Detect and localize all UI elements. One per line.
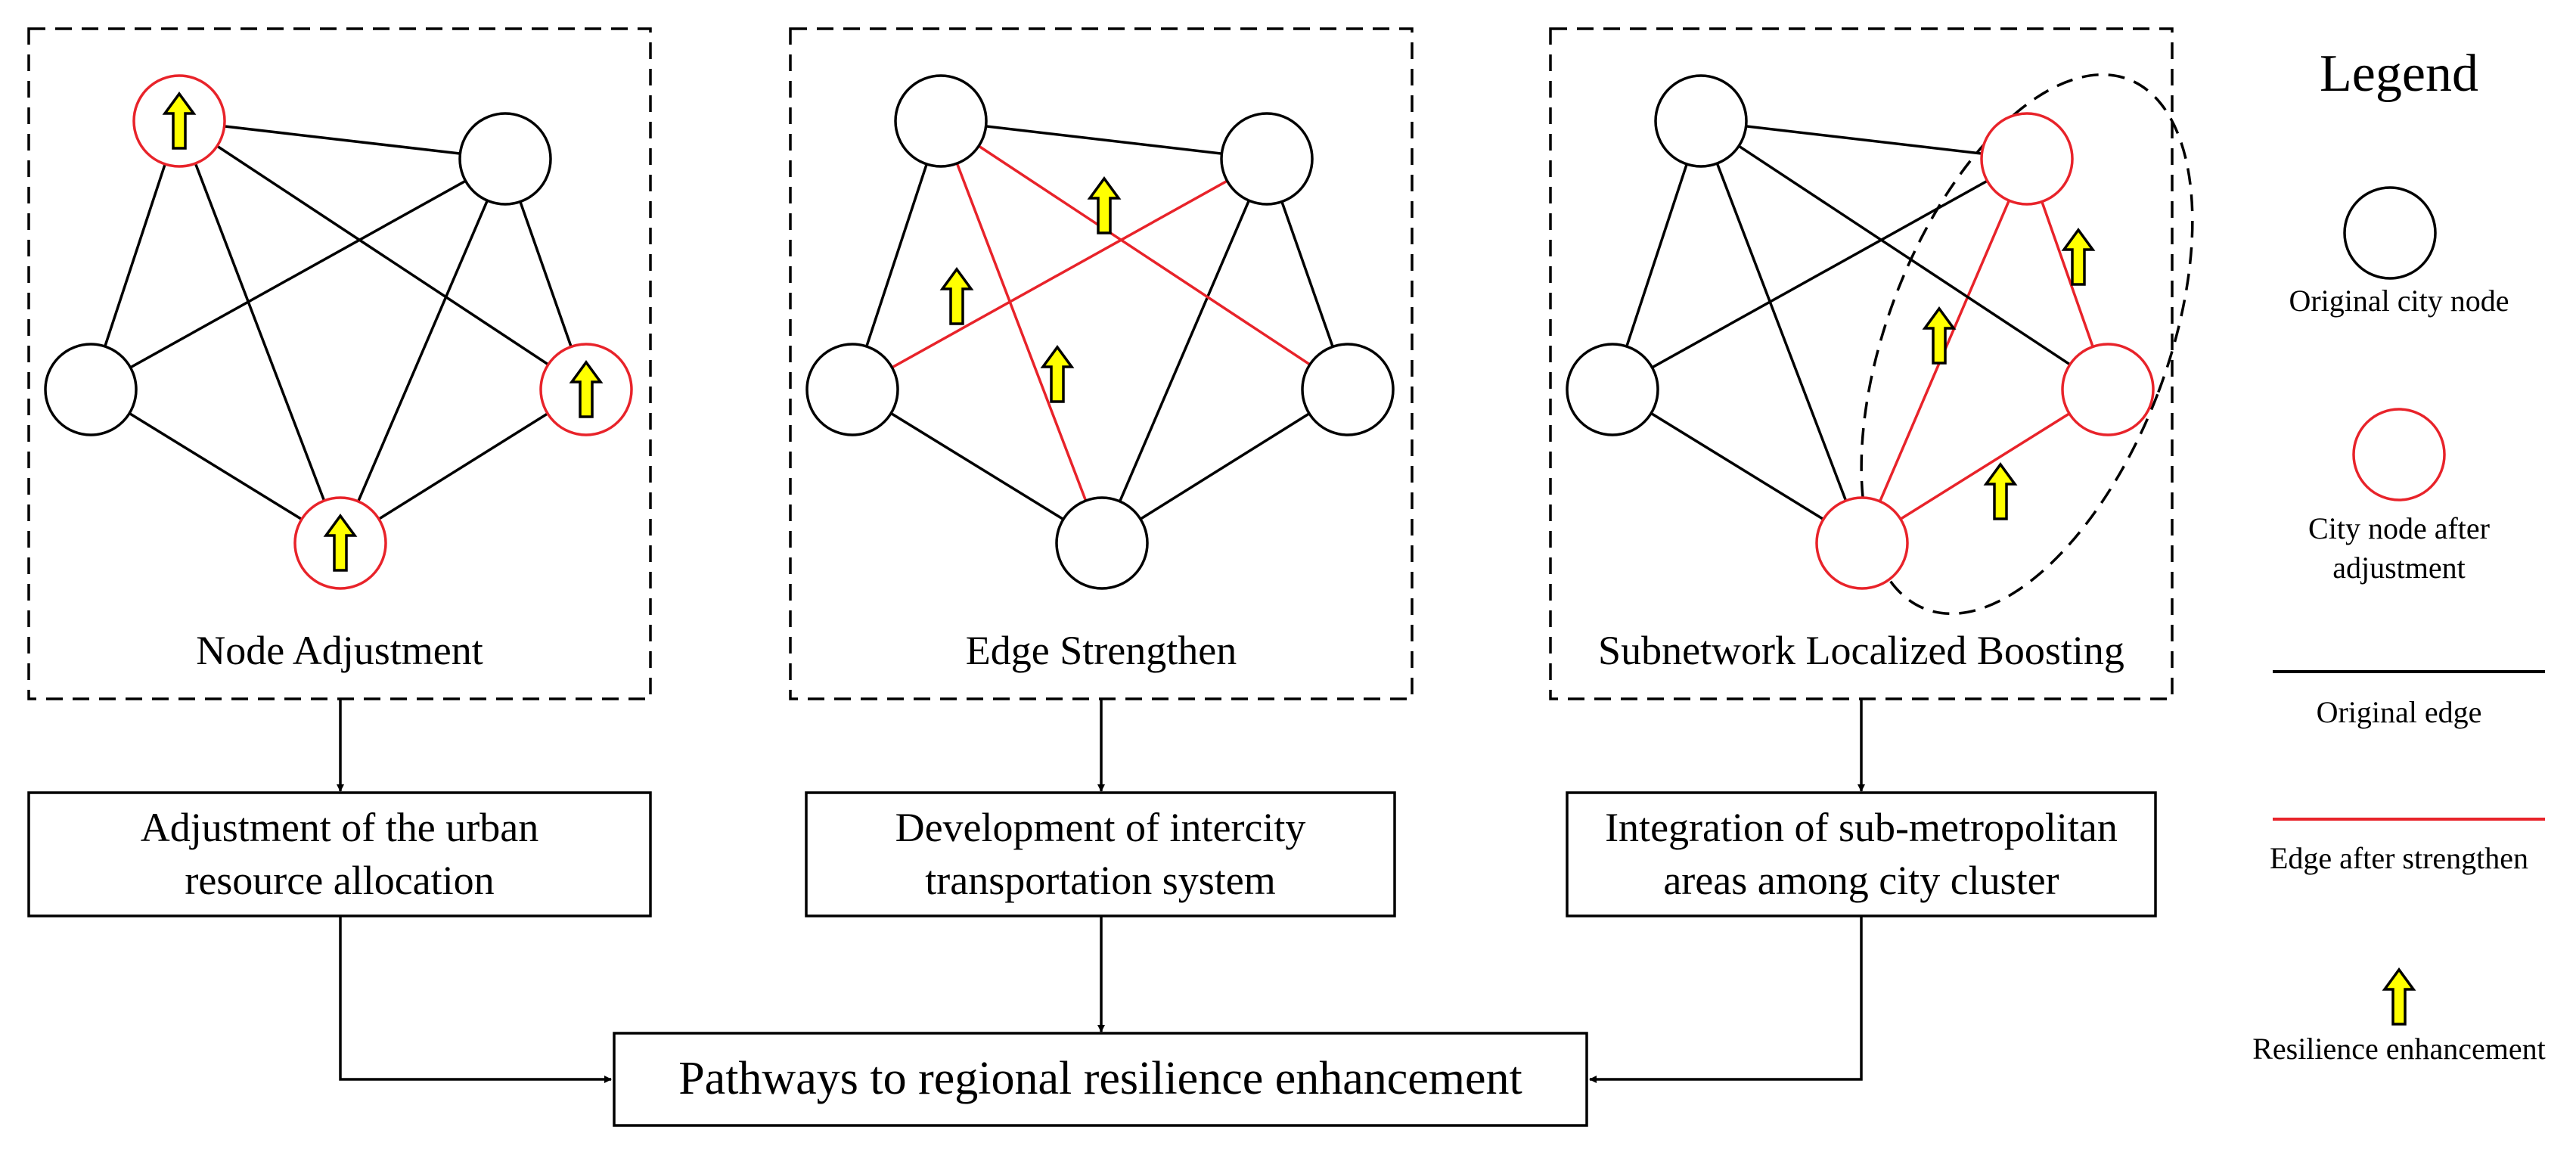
legend-adjusted-node-label-line1: City node after	[2308, 511, 2490, 545]
city-node-edge-strengthen-1	[1220, 112, 1314, 206]
city-node-node-adjustment-1	[458, 112, 552, 206]
edge-node-adjustment-2	[178, 120, 342, 544]
legend-adjusted-node-icon	[2352, 408, 2446, 501]
connector-box1-to-final	[339, 916, 612, 1083]
legend-strengthened-edge-label: Edge after strengthen	[2270, 841, 2528, 875]
edge-subnetwork-boosting-7	[1612, 388, 1863, 545]
resilience-arrow-icon-node-adjustment-2	[323, 514, 358, 572]
city-node-edge-strengthen-0	[894, 74, 988, 168]
city-node-subnetwork-boosting-2	[1566, 343, 1659, 436]
strengthened-edge-edge-strengthen-2	[939, 120, 1103, 544]
city-node-edge-strengthen-4	[1055, 496, 1149, 590]
connector-box3-to-final	[1589, 916, 1863, 1083]
pathway-box-transportation	[805, 791, 1396, 917]
edge-node-adjustment-1	[89, 120, 181, 390]
adjusted-city-node-subnetwork-boosting-1	[1980, 112, 2074, 206]
panel-title-node-adjustment: Node Adjustment	[196, 628, 483, 673]
edge-node-adjustment-0	[178, 120, 506, 160]
city-node-edge-strengthen-2	[805, 343, 899, 436]
pathway-box-sub-metropolitan-line2: areas among city cluster	[1663, 858, 2059, 903]
edge-node-adjustment-8	[340, 388, 587, 545]
panel-title-subnetwork-boosting: Subnetwork Localized Boosting	[1598, 628, 2124, 673]
legend-original-node-label: Original city node	[2289, 284, 2509, 318]
resilience-arrow-icon-node-adjustment-0	[162, 92, 197, 150]
resilience-arrow-icon-edge-strengthen-2	[1040, 345, 1075, 403]
edge-subnetwork-boosting-2	[1699, 120, 1864, 544]
pathway-box-sub-metropolitan	[1566, 791, 2157, 917]
edge-edge-strengthen-1	[851, 120, 942, 390]
graph-subnetwork-boosting	[1566, 74, 2155, 590]
edge-node-adjustment-3	[90, 157, 506, 391]
subnetwork-ellipse	[1860, 73, 2194, 616]
panel-title-edge-strengthen: Edge Strengthen	[966, 628, 1237, 673]
graph-edge-strengthen	[805, 74, 1395, 590]
resilience-arrow-icon-subnetwork-boosting-1	[1922, 306, 1957, 365]
final-box	[613, 1032, 1588, 1127]
legend-title: Legend	[2320, 45, 2478, 103]
pathway-box-transportation-line1: Development of intercity	[895, 805, 1306, 850]
resilience-arrow-icon-edge-strengthen-1	[939, 267, 974, 325]
strengthened-edge-subnetwork-boosting-8	[1861, 388, 2109, 545]
edge-node-adjustment-6	[178, 120, 587, 391]
graph-node-adjustment	[44, 74, 633, 590]
edge-edge-strengthen-0	[940, 120, 1268, 160]
pathway-box-resource-allocation	[27, 791, 652, 917]
resilience-arrow-icon-subnetwork-boosting-2	[1983, 462, 2018, 520]
network-graphs	[44, 74, 2155, 590]
edge-subnetwork-boosting-1	[1611, 120, 1702, 390]
strengthened-edge-edge-strengthen-6	[940, 120, 1349, 391]
city-node-node-adjustment-2	[44, 343, 138, 436]
edge-subnetwork-boosting-3	[1612, 157, 2028, 391]
edge-subnetwork-boosting-0	[1700, 120, 2028, 160]
pathway-box-resource-allocation-line2: resource allocation	[185, 858, 494, 903]
adjusted-city-node-subnetwork-boosting-4	[1815, 496, 1909, 590]
pathway-box-resource-allocation-line1: Adjustment of the urban	[141, 805, 538, 850]
resilience-arrow-icon-edge-strengthen-0	[1087, 176, 1122, 234]
resilience-arrow-icon-node-adjustment-1	[569, 360, 604, 418]
edge-node-adjustment-4	[339, 158, 507, 544]
legend-resilience-arrow	[2382, 967, 2416, 1026]
pathway-box-transportation-line2: transportation system	[925, 858, 1275, 903]
resilience-arrow-icon-subnetwork-boosting-0	[2061, 228, 2096, 286]
city-node-edge-strengthen-3	[1301, 343, 1395, 436]
edge-node-adjustment-7	[90, 388, 341, 545]
legend-adjusted-node-label-line2: adjustment	[2332, 551, 2466, 585]
pathway-box-sub-metropolitan-line1: Integration of sub-metropolitan	[1605, 805, 2118, 850]
city-node-subnetwork-boosting-0	[1654, 74, 1748, 168]
strengthened-edge-edge-strengthen-3	[852, 157, 1268, 391]
edge-edge-strengthen-4	[1100, 158, 1268, 544]
edge-subnetwork-boosting-6	[1700, 120, 2109, 391]
legend-resilience-label: Resilience enhancement	[2252, 1032, 2546, 1066]
legend-original-node-icon	[2343, 186, 2437, 280]
final-box-label: Pathways to regional resilience enhancem…	[678, 1053, 1522, 1104]
legend-resilience-arrow-icon	[2382, 967, 2416, 1026]
legend-original-edge-label: Original edge	[2317, 695, 2482, 729]
edge-edge-strengthen-7	[852, 388, 1103, 545]
edge-edge-strengthen-8	[1101, 388, 1349, 545]
adjusted-city-node-subnetwork-boosting-3	[2061, 343, 2155, 436]
